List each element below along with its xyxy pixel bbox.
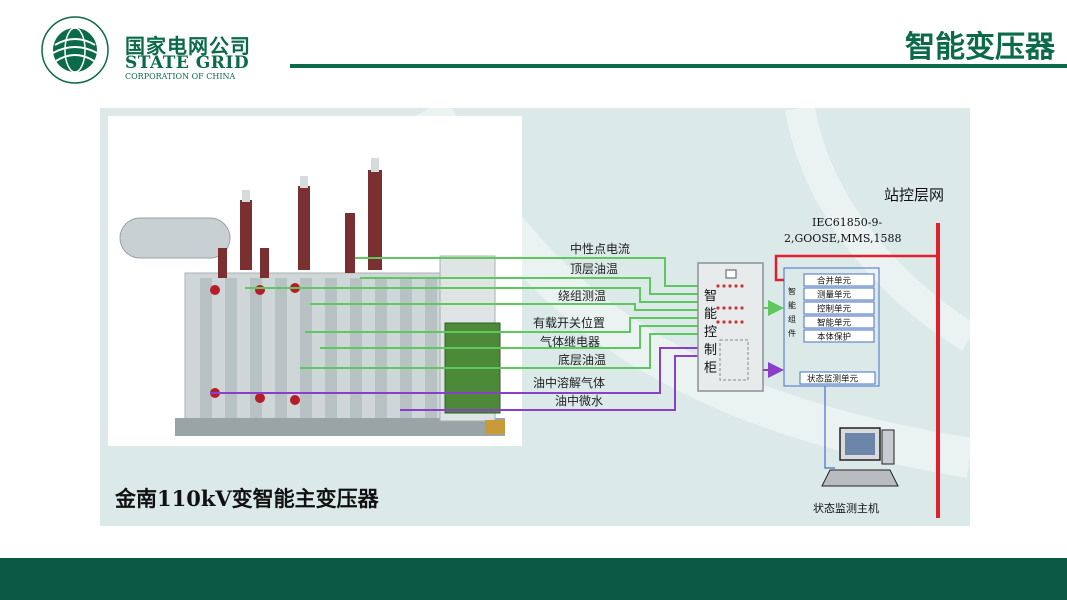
component-group-char-4: 件 [788,328,796,338]
header-divider [290,64,1067,68]
component-group-char-3: 组 [788,314,796,324]
protocol-label-line-1: IEC61850-9- [812,216,882,229]
component-measuring-unit: 测量单元 [817,290,852,301]
state-grid-logo [40,15,110,85]
transformer-photo [108,116,522,446]
brand-name-en: STATE GRID [125,53,249,73]
cabinet-label-char-5: 柜 [704,361,717,376]
signal-label-dissolved-gas: 油中溶解气体 [533,375,605,390]
component-group-char-1: 智 [788,286,796,296]
cabinet-label-char-3: 控 [704,325,717,340]
component-intelligent-unit: 智能单元 [817,318,852,329]
signal-label-tap-changer-position: 有载开关位置 [533,315,605,330]
signal-label-winding-temp: 绕组测温 [558,289,606,303]
component-group-char-2: 能 [788,300,796,310]
smart-transformer-diagram: 中性点电流 顶层油温 绕组测温 有载开关位置 气体继电器 底层油温 油中溶解气体… [100,108,970,526]
signal-label-neutral-current: 中性点电流 [570,241,630,256]
slide-title: 智能变压器 [905,22,1055,66]
signal-label-top-oil-temp: 顶层油温 [570,262,618,276]
signal-label-bottom-oil-temp: 底层油温 [558,352,606,367]
footer-bar [0,558,1067,600]
cabinet-label-char-1: 智 [704,289,717,304]
component-merging-unit: 合并单元 [817,276,852,287]
smart-control-cabinet: 智 能 控 制 柜 [698,263,763,391]
figure-caption: 金南110kV变智能主变压器 [114,486,380,511]
station-network-label: 站控层网 [884,186,944,204]
component-condition-monitoring-unit: 状态监测单元 [807,374,859,385]
cabinet-label-char-4: 制 [704,343,717,358]
protocol-label-line-2: 2,GOOSE,MMS,1588 [784,232,902,245]
signal-label-gas-relay: 气体继电器 [540,334,600,349]
component-body-protection: 本体保护 [817,332,851,343]
component-control-unit: 控制单元 [817,304,852,315]
cabinet-label-char-2: 能 [704,307,717,322]
signal-label-oil-moisture: 油中微水 [555,393,603,408]
monitoring-host-label: 状态监测主机 [813,501,879,515]
brand-subtitle: CORPORATION OF CHINA [125,72,235,81]
